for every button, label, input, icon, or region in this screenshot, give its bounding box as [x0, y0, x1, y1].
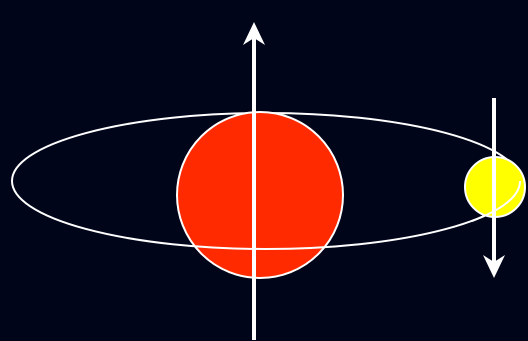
primary-body [177, 112, 343, 278]
